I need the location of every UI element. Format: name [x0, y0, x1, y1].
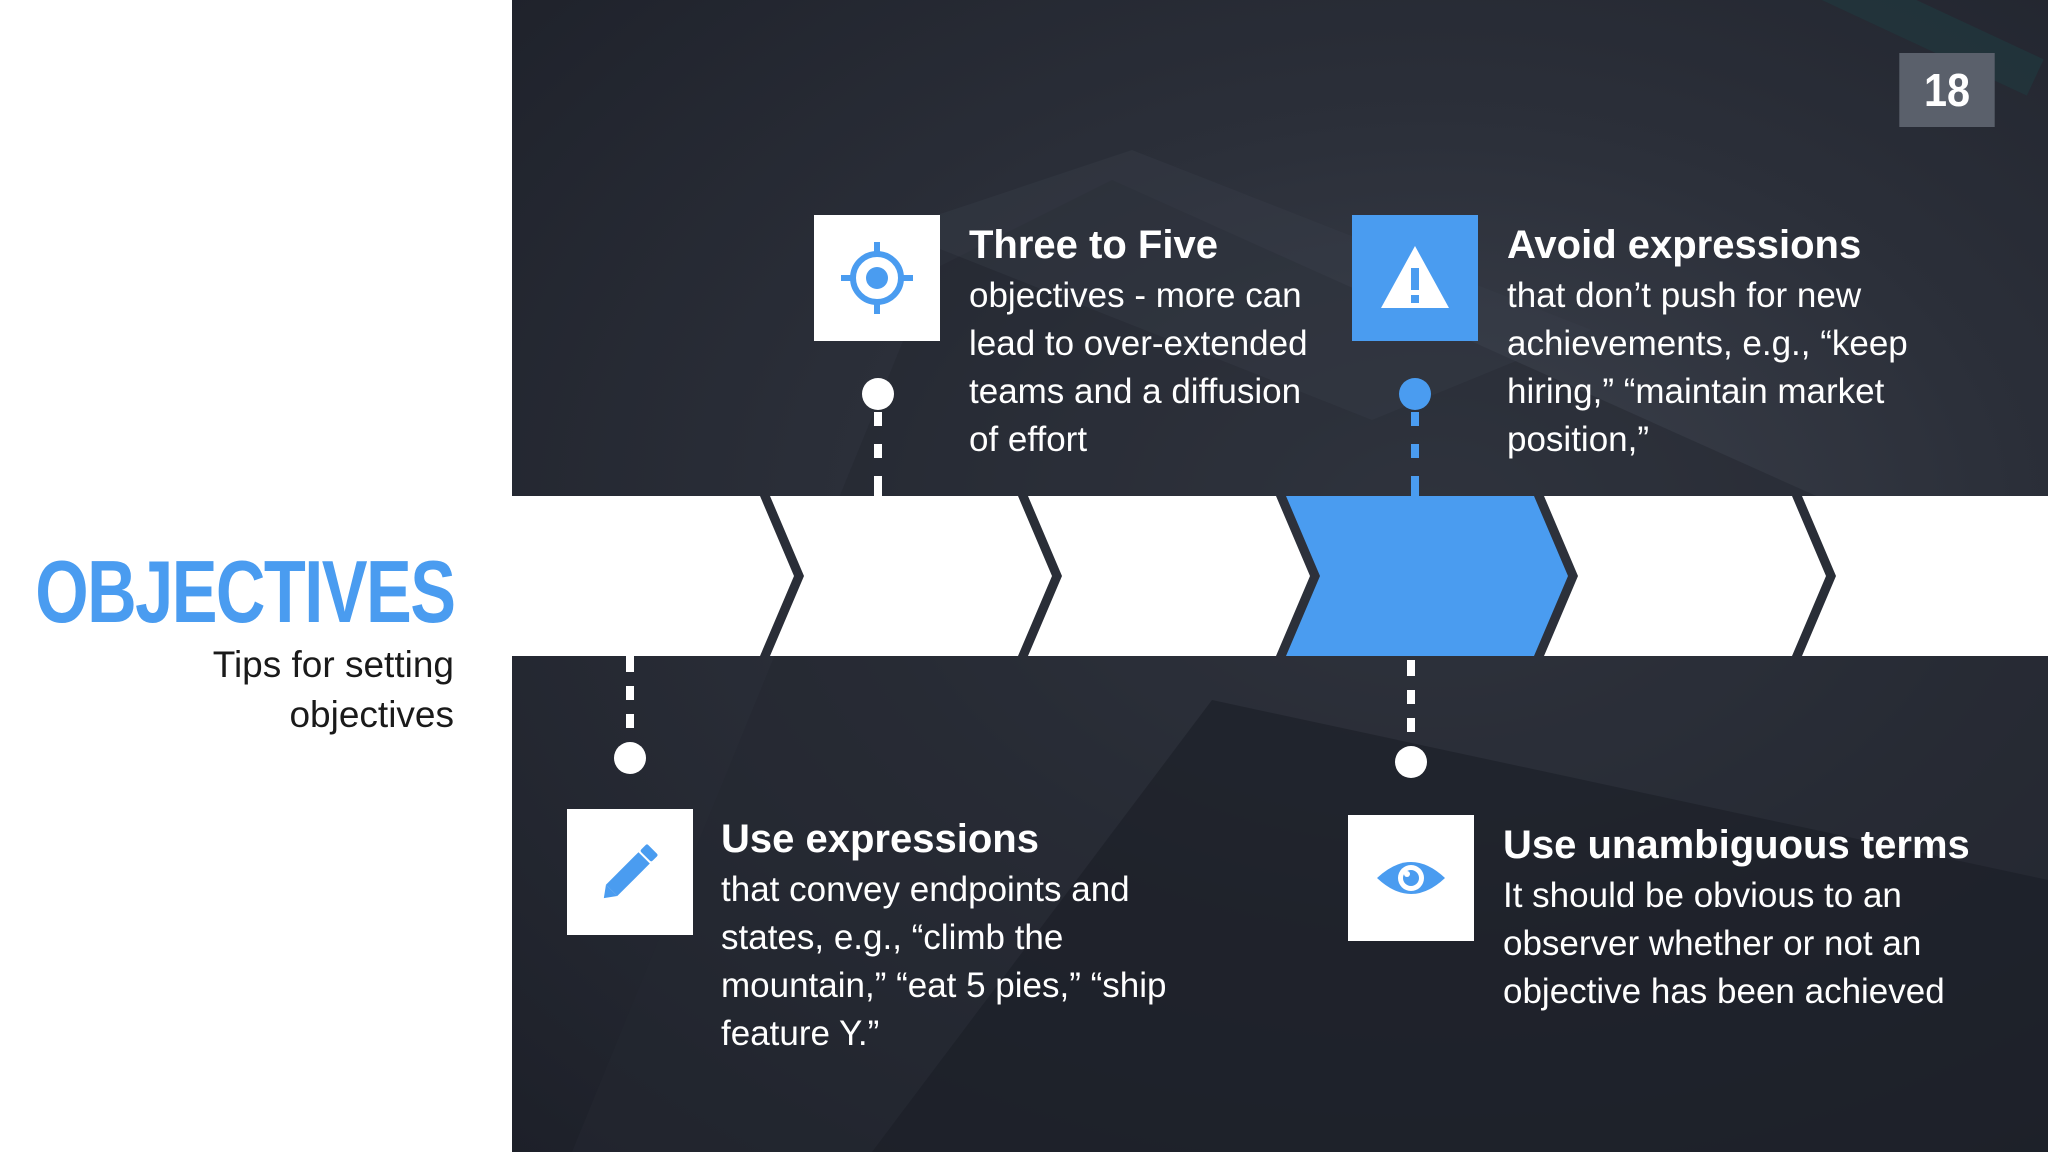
tip-three-to-five: Three to Five objectives - more can lead…: [969, 218, 1329, 464]
pencil-icon: [603, 844, 658, 899]
tip-body: It should be obvious to an observer whet…: [1503, 876, 1945, 1011]
connector-use-expressions: [614, 656, 646, 774]
tip-body: that convey endpoints and states, e.g., …: [721, 870, 1167, 1053]
target-icon: [841, 242, 913, 314]
target-tile: [814, 215, 940, 341]
eye-tile: [1348, 815, 1474, 941]
timeline-chevron: [512, 496, 794, 656]
eye-icon: [1377, 862, 1445, 894]
slide-subtitle: Tips for setting objectives: [212, 644, 454, 735]
connector-avoid-expressions: [1399, 378, 1431, 496]
tip-title: Use unambiguous terms: [1503, 823, 1970, 867]
tip-title: Use expressions: [721, 817, 1039, 861]
slide-title: OBJECTIVES: [34, 542, 456, 641]
warning-tile: [1352, 215, 1478, 341]
timeline-chevron: [1802, 496, 2048, 656]
warning-icon: [1381, 246, 1449, 308]
timeline-chevron: [770, 496, 1052, 656]
connector-unambiguous-terms: [1395, 656, 1427, 780]
tip-use-expressions: Use expressions that convey endpoints an…: [721, 812, 1221, 1058]
pencil-tile: [567, 809, 693, 935]
tip-title: Three to Five: [969, 223, 1218, 267]
timeline-chevrons: [512, 496, 2048, 656]
connector-three-to-five: [862, 378, 894, 496]
slide-number-badge: 18: [1899, 53, 1995, 127]
tip-avoid-expressions: Avoid expressions that don’t push for ne…: [1507, 218, 1927, 464]
tip-title: Avoid expressions: [1507, 223, 1862, 267]
timeline-chevron: [1028, 496, 1310, 656]
tip-unambiguous-terms: Use unambiguous terms It should be obvio…: [1503, 818, 2003, 1016]
title-panel: [0, 0, 512, 1152]
tip-body: that don’t push for new achievements, e.…: [1507, 276, 1908, 459]
timeline-chevron-highlighted: [1286, 496, 1568, 656]
tip-body: objectives - more can lead to over-exten…: [969, 276, 1308, 459]
timeline-chevron: [1544, 496, 1826, 656]
